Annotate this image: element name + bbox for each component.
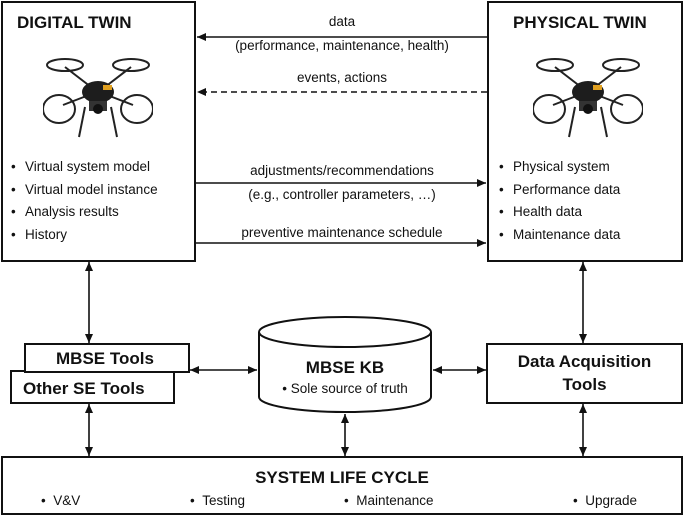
list-item: • Testing	[190, 493, 245, 508]
drone-icon	[43, 58, 153, 138]
bullet: •	[282, 381, 291, 396]
physical-twin-list: Physical system Performance data Health …	[499, 156, 620, 246]
mbse-kb-item: • Sole source of truth	[259, 381, 431, 396]
data-acquisition-label-2: Tools	[562, 375, 607, 394]
data-acquisition-label-1: Data Acquisition	[517, 352, 652, 371]
mbse-kb-item-label: Sole source of truth	[290, 381, 408, 396]
physical-twin-title: PHYSICAL TWIN	[513, 13, 647, 32]
system-life-cycle-title: SYSTEM LIFE CYCLE	[255, 468, 429, 487]
bullet: •	[41, 493, 54, 508]
flow-label-data: data	[328, 14, 356, 29]
flow-label-preventive: preventive maintenance schedule	[241, 225, 443, 240]
bullet: •	[344, 493, 357, 508]
other-se-tools-box: Other SE Tools	[10, 370, 175, 404]
mbse-kb-cylinder	[258, 316, 432, 413]
list-item: Performance data	[499, 179, 620, 202]
list-item: History	[11, 224, 158, 247]
flow-label-adjustments: adjustments/recommendations	[250, 163, 434, 178]
flow-label-data-detail: (performance, maintenance, health)	[235, 38, 449, 53]
mbse-kb-title: MBSE KB	[305, 358, 385, 377]
lifecycle-item-label: Testing	[202, 493, 246, 508]
list-item: • Upgrade	[573, 493, 637, 508]
drone-icon	[533, 58, 643, 138]
list-item: • V&V	[41, 493, 80, 508]
list-item: • Maintenance	[344, 493, 434, 508]
mbse-tools-label: MBSE Tools	[56, 349, 154, 368]
list-item: Analysis results	[11, 201, 158, 224]
flow-label-events: events, actions	[296, 70, 388, 85]
digital-twin-list: Virtual system model Virtual model insta…	[11, 156, 158, 246]
bullet: •	[190, 493, 203, 508]
other-se-tools-label: Other SE Tools	[23, 379, 145, 398]
mbse-tools-box: MBSE Tools	[24, 343, 190, 373]
lifecycle-item-label: Upgrade	[585, 493, 638, 508]
flow-label-adjustments-detail: (e.g., controller parameters, …)	[248, 187, 436, 202]
list-item: Virtual model instance	[11, 179, 158, 202]
list-item: Maintenance data	[499, 224, 620, 247]
bullet: •	[573, 493, 586, 508]
list-item: Physical system	[499, 156, 620, 179]
digital-twin-title: DIGITAL TWIN	[17, 13, 132, 32]
digital-twin-box: DIGITAL TWIN Virtual system model Virtua…	[1, 1, 196, 262]
lifecycle-item-label: Maintenance	[356, 493, 434, 508]
list-item: Health data	[499, 201, 620, 224]
system-life-cycle-box: SYSTEM LIFE CYCLE • V&V • Testing • Main…	[1, 456, 683, 515]
data-acquisition-box: Data Acquisition Tools	[486, 343, 683, 404]
lifecycle-item-label: V&V	[53, 493, 81, 508]
list-item: Virtual system model	[11, 156, 158, 179]
physical-twin-box: PHYSICAL TWIN Physical system Performanc…	[487, 1, 683, 262]
